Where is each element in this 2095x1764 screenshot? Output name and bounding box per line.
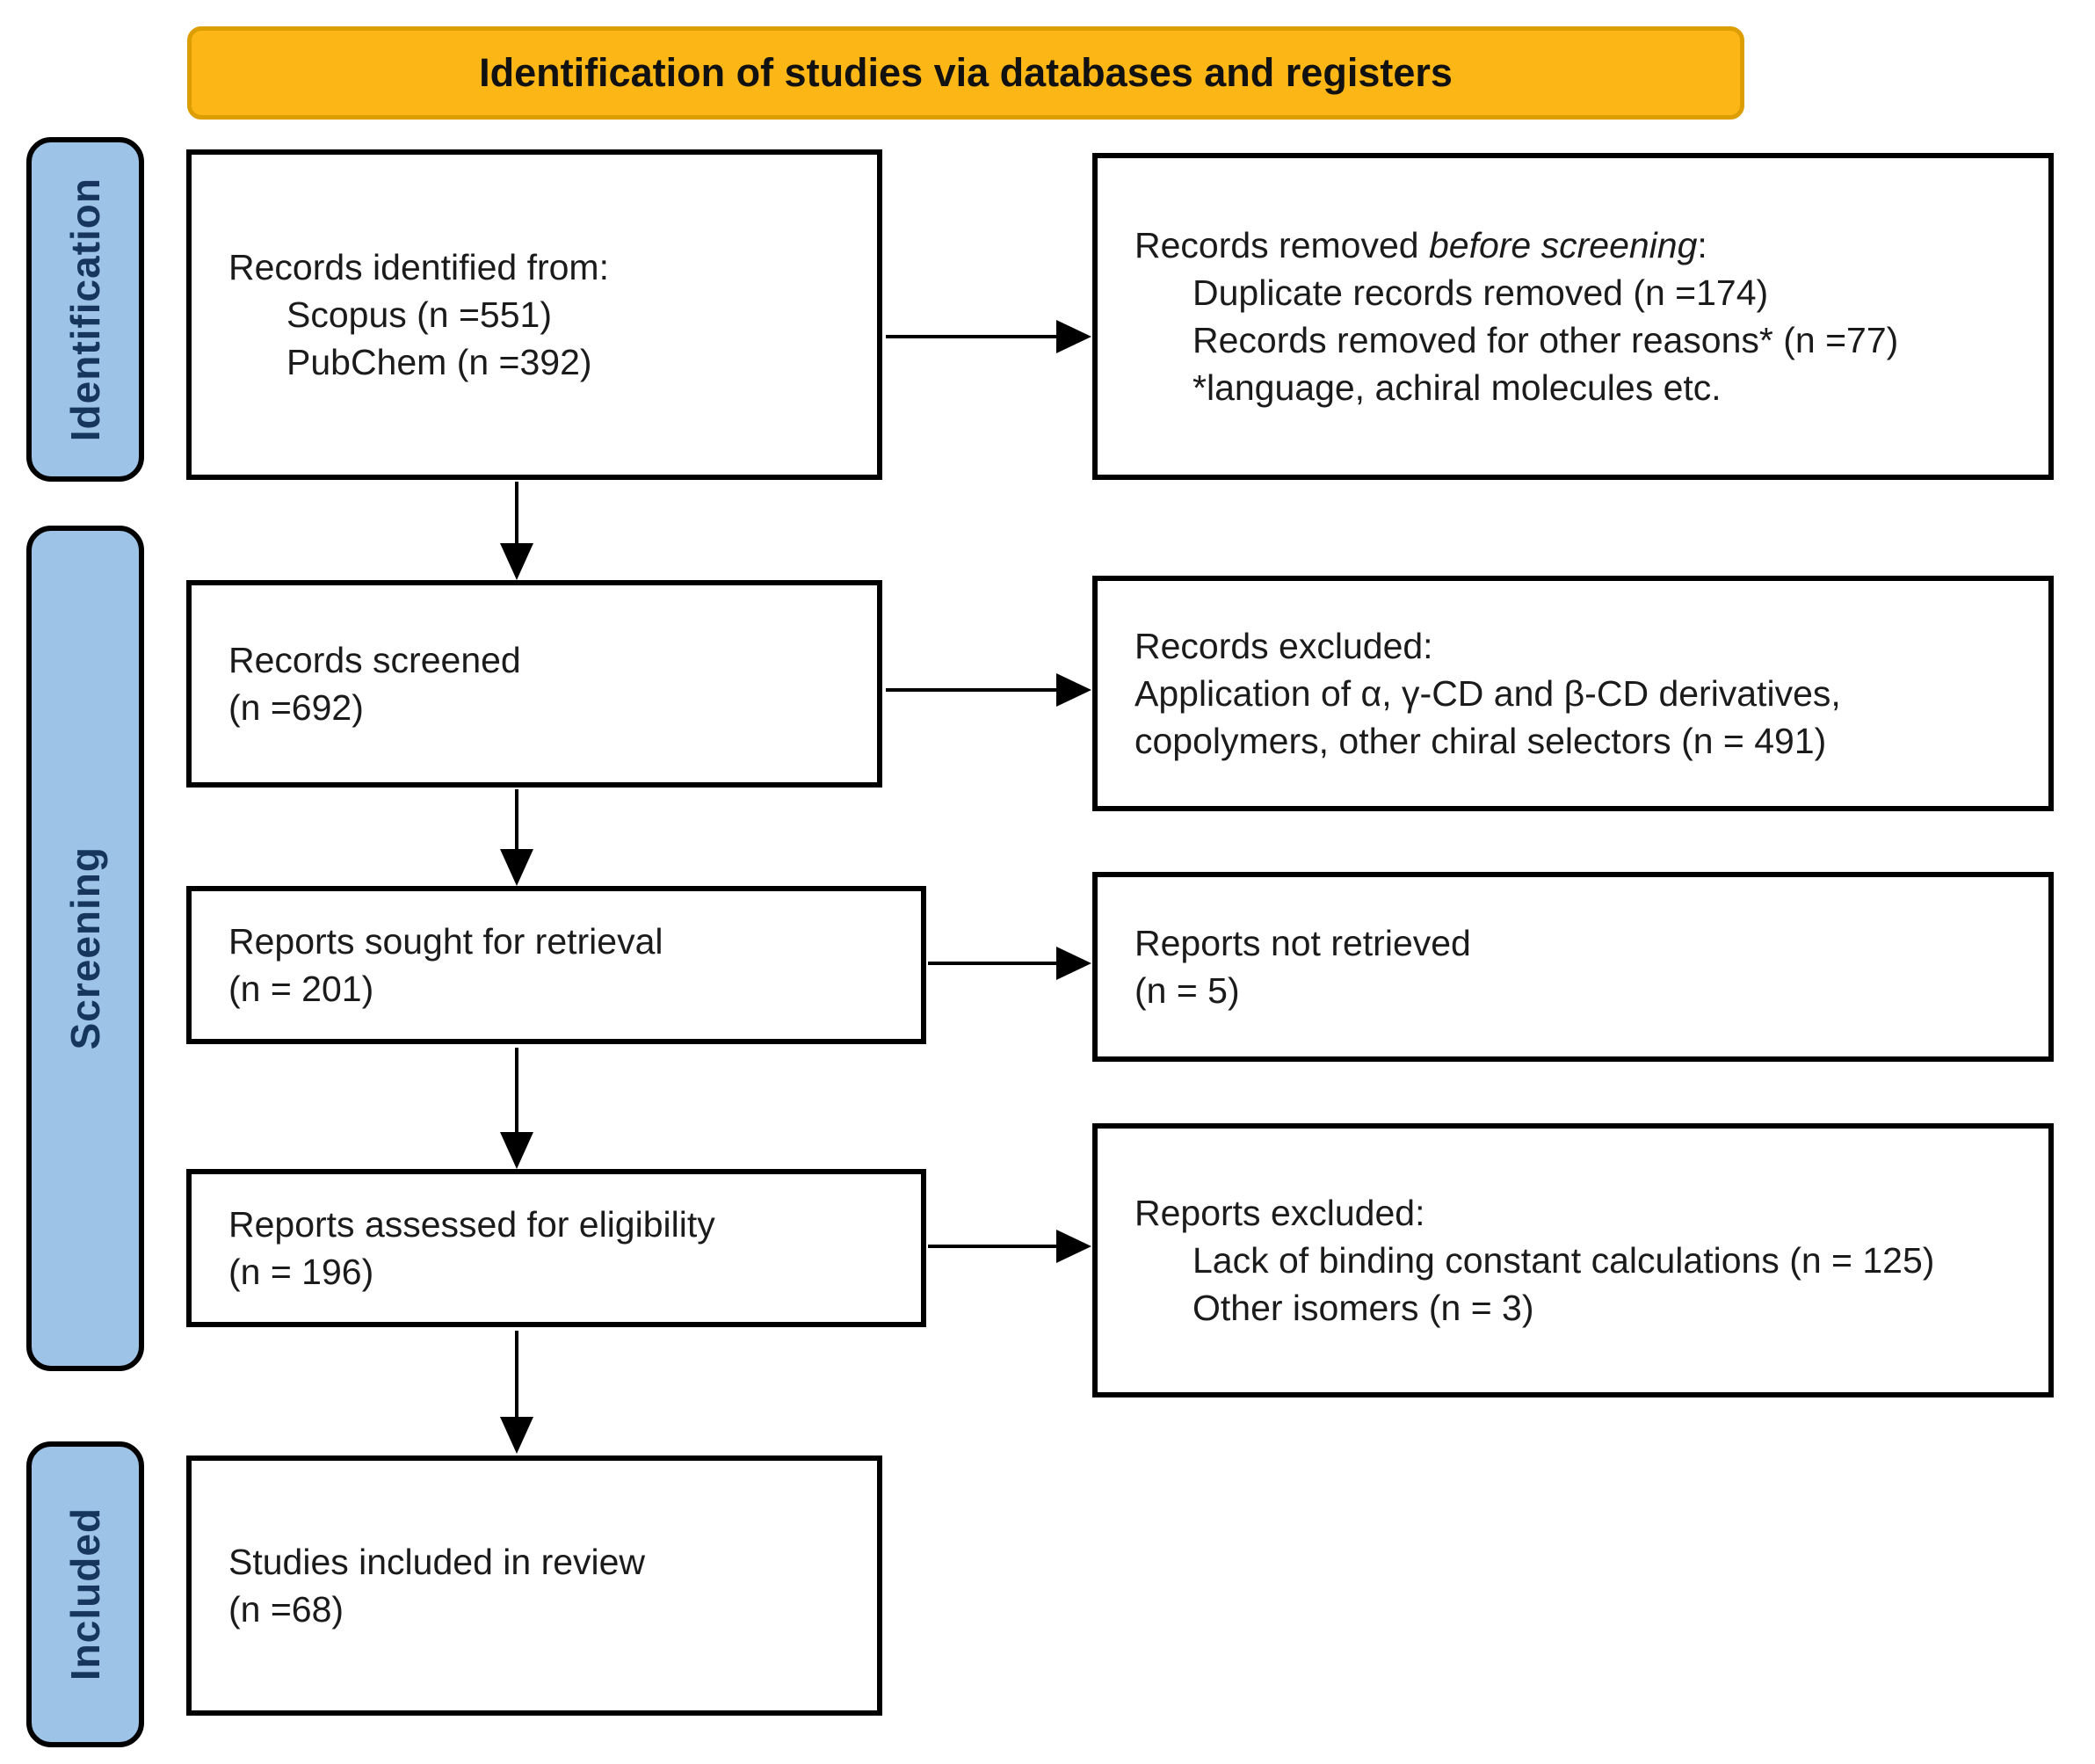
stage-screening-label: Screening — [62, 846, 108, 1050]
arrow-line — [886, 335, 1058, 338]
arrow-line — [515, 1331, 518, 1419]
box-records-removed: Records removed before screening: Duplic… — [1092, 153, 2054, 480]
box-reports-assessed: Reports assessed for eligibility (n = 19… — [186, 1169, 926, 1327]
records-removed-item: Records removed for other reasons* (n =7… — [1192, 320, 1899, 360]
records-removed-title: Records removed before screening: — [1134, 221, 2031, 269]
arrow-head-icon — [1056, 947, 1091, 980]
arrow-head-icon — [500, 1132, 533, 1169]
stage-screening: Screening — [26, 526, 144, 1371]
reports-sought-count: (n = 201) — [228, 969, 374, 1009]
records-identified-title: Records identified from: — [228, 246, 609, 287]
arrow-line — [515, 482, 518, 545]
stage-identification: Identification — [26, 137, 144, 482]
reports-excluded-item: Lack of binding constant calculations (n… — [1192, 1239, 1935, 1281]
arrow-line — [928, 1245, 1058, 1248]
arrow-head-icon — [500, 543, 533, 580]
arrow-head-icon — [1056, 320, 1091, 353]
arrow-head-icon — [500, 849, 533, 886]
reports-assessed-count: (n = 196) — [228, 1252, 374, 1292]
studies-included-count: (n =68) — [228, 1589, 344, 1630]
stage-included: Included — [26, 1441, 144, 1747]
banner-title: Identification of studies via databases … — [479, 50, 1453, 95]
box-records-excluded: Records excluded: Application of α, γ-CD… — [1092, 576, 2054, 811]
stage-included-label: Included — [62, 1507, 108, 1681]
box-reports-sought: Reports sought for retrieval (n = 201) — [186, 886, 926, 1044]
arrow-line — [928, 962, 1058, 965]
reports-not-retrieved-count: (n = 5) — [1134, 970, 1240, 1011]
stage-identification-label: Identification — [62, 177, 108, 442]
records-screened-line: Records screened — [228, 639, 521, 680]
reports-excluded-item: Other isomers (n = 3) — [1192, 1288, 1534, 1329]
records-excluded-line: Application of α, γ-CD and β-CD derivati… — [1134, 672, 1841, 714]
arrow-head-icon — [1056, 1230, 1091, 1263]
records-excluded-line: copolymers, other chiral selectors (n = … — [1134, 721, 1827, 762]
banner: Identification of studies via databases … — [187, 26, 1744, 120]
box-reports-not-retrieved: Reports not retrieved (n = 5) — [1092, 872, 2054, 1062]
records-removed-title-italic: before screening — [1428, 224, 1698, 265]
box-reports-excluded: Reports excluded: Lack of binding consta… — [1092, 1123, 2054, 1397]
box-studies-included: Studies included in review (n =68) — [186, 1455, 882, 1716]
records-identified-item: Scopus (n =551) — [286, 294, 552, 335]
records-removed-title-prefix: Records removed — [1134, 224, 1429, 265]
reports-assessed-line: Reports assessed for eligibility — [228, 1203, 715, 1245]
studies-included-line: Studies included in review — [228, 1541, 646, 1582]
records-removed-title-suffix: : — [1697, 224, 1707, 265]
reports-excluded-title: Reports excluded: — [1134, 1192, 1425, 1233]
records-removed-item: Duplicate records removed (n =174) — [1192, 272, 1769, 313]
reports-sought-line: Reports sought for retrieval — [228, 920, 663, 962]
records-removed-item: *language, achiral molecules etc. — [1192, 367, 1722, 409]
box-records-identified: Records identified from: Scopus (n =551)… — [186, 149, 882, 480]
records-excluded-line: Records excluded: — [1134, 625, 1433, 666]
arrow-head-icon — [500, 1417, 533, 1454]
arrow-line — [515, 789, 518, 851]
reports-not-retrieved-line: Reports not retrieved — [1134, 922, 1471, 963]
records-screened-count: (n =692) — [228, 687, 364, 728]
arrow-line — [886, 688, 1058, 692]
box-records-screened: Records screened (n =692) — [186, 580, 882, 788]
arrow-line — [515, 1048, 518, 1134]
arrow-head-icon — [1056, 673, 1091, 707]
records-identified-item: PubChem (n =392) — [286, 342, 592, 383]
